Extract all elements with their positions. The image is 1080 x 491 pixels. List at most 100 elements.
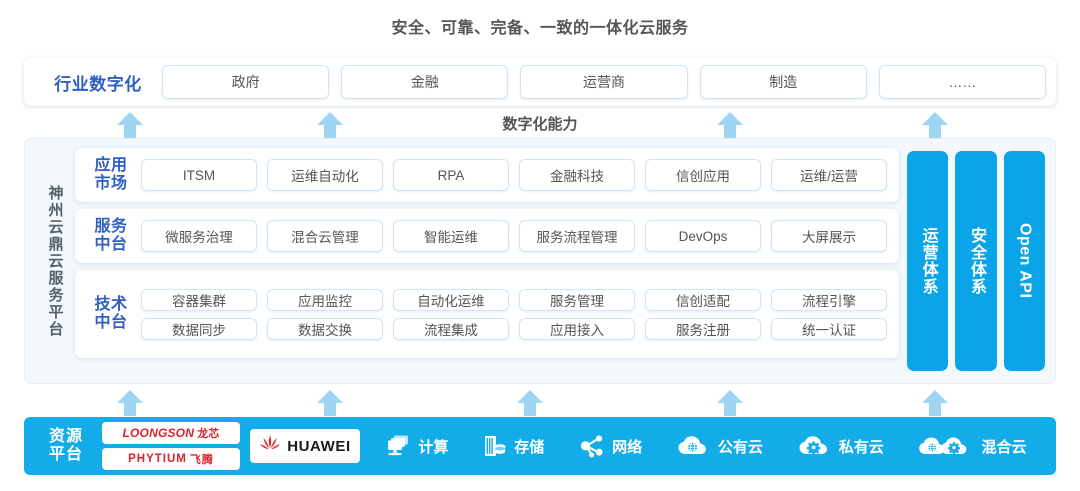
platform-vertical-label: 神州云鼎云服务平台 [46, 184, 64, 338]
up-arrow-icon [922, 112, 948, 138]
resource-item-storage[interactable]: 存储 [483, 434, 544, 458]
cloud-service-platform-panel: 神州云鼎云服务平台 应用 市场 ITSM 运维自动化 RPA 金融科技 信创应用… [24, 138, 1056, 384]
layer-service-platform: 服务 中台 微服务治理 混合云管理 智能运维 服务流程管理 DevOps 大屏展… [75, 209, 899, 263]
capability-chip[interactable]: 服务流程管理 [519, 220, 635, 252]
loongson-logo-latin: LOONGSON [122, 426, 195, 440]
layer-title-line: 技术 [94, 296, 128, 314]
up-arrow-icon [717, 112, 743, 138]
capability-chip[interactable]: 服务注册 [645, 317, 761, 340]
platform-layers: 应用 市场 ITSM 运维自动化 RPA 金融科技 信创应用 运维/运营 [75, 148, 899, 374]
resource-item-label: 存储 [514, 438, 545, 456]
side-pillar-label: Open API [1016, 223, 1034, 299]
capability-chip[interactable]: 数据交换 [267, 317, 383, 340]
industry-chip[interactable]: 政府 [162, 65, 330, 99]
phytium-logo-latin: PHYTIUM [128, 453, 187, 465]
capability-chip[interactable]: DevOps [645, 220, 761, 252]
industry-chip[interactable]: 制造 [699, 65, 867, 99]
resource-item-label: 公有云 [717, 438, 763, 456]
capability-chip[interactable]: 数据同步 [141, 317, 257, 340]
capability-chip[interactable]: ITSM [141, 159, 257, 191]
capability-chip[interactable]: 服务管理 [519, 288, 635, 311]
capability-chip[interactable]: 流程集成 [393, 317, 509, 340]
layer-title-line: 服务 [94, 218, 128, 236]
resource-label-line: 平台 [48, 446, 83, 463]
up-arrow-icon [117, 390, 143, 416]
capability-chip[interactable]: 信创适配 [645, 288, 761, 311]
public-cloud-icon [677, 434, 711, 458]
capability-chip[interactable]: RPA [393, 159, 509, 191]
layer-title-line: 应用 [94, 157, 128, 175]
layer-application-market: 应用 市场 ITSM 运维自动化 RPA 金融科技 信创应用 运维/运营 [75, 148, 899, 202]
platform-inner: 应用 市场 ITSM 运维自动化 RPA 金融科技 信创应用 运维/运营 [75, 148, 1045, 374]
private-cloud-icon [798, 434, 832, 458]
up-arrow-icon [517, 390, 543, 416]
capability-chip[interactable]: 运维自动化 [267, 159, 383, 191]
resource-platform-label: 资源 平台 [34, 428, 98, 464]
layer-grid-application-market: ITSM 运维自动化 RPA 金融科技 信创应用 运维/运营 [141, 159, 887, 191]
up-arrow-icon [922, 390, 948, 416]
resource-item-network[interactable]: 网络 [579, 434, 642, 458]
layer-technology-platform: 技术 中台 容器集群 应用监控 自动化运维 服务管理 信创适配 流程引擎 数据同… [75, 270, 899, 358]
capability-chip[interactable]: 应用监控 [267, 288, 383, 311]
resource-item-label: 计算 [418, 438, 449, 456]
huawei-logo-text: HUAWEI [287, 437, 351, 455]
loongson-logo-cn: 龙芯 [197, 428, 220, 440]
huawei-flower-icon [259, 434, 281, 459]
side-pillar-open-api[interactable]: Open API [1003, 151, 1045, 371]
storage-icon [483, 434, 507, 458]
compute-icon [385, 434, 411, 458]
capability-chip[interactable]: 金融科技 [519, 159, 635, 191]
capability-chip[interactable]: 大屏展示 [771, 220, 887, 252]
capability-chip[interactable]: 混合云管理 [267, 220, 383, 252]
resource-item-hybrid-cloud[interactable]: 混合云 [918, 434, 1027, 458]
industry-chip[interactable]: 运营商 [520, 65, 688, 99]
layer-title-line: 中台 [94, 314, 128, 331]
layer-grid-service-platform: 微服务治理 混合云管理 智能运维 服务流程管理 DevOps 大屏展示 [141, 220, 887, 252]
side-pillar-operations[interactable]: 运营体系 [907, 151, 949, 371]
side-pillar-label: 运营体系 [919, 227, 937, 295]
up-arrow-icon [117, 112, 143, 138]
side-pillar-label: 安全体系 [967, 227, 985, 295]
industry-digitization-band: 行业数字化 政府 金融 运营商 制造 …… [24, 58, 1056, 106]
up-arrow-icon [317, 390, 343, 416]
phytium-logo-cn: 飞腾 [189, 454, 214, 466]
layer-title-line: 市场 [94, 175, 128, 192]
resource-item-compute[interactable]: 计算 [385, 434, 448, 458]
resource-item-list: 计算 存储 [368, 434, 1044, 458]
industry-chip[interactable]: …… [878, 65, 1047, 99]
capability-chip[interactable]: 运维/运营 [771, 159, 887, 191]
resource-item-public-cloud[interactable]: 公有云 [677, 434, 763, 458]
page-title: 安全、可靠、完备、一致的一体化云服务 [391, 20, 689, 37]
network-icon [579, 434, 605, 458]
capability-chip[interactable]: 流程引擎 [771, 288, 887, 311]
digital-capability-label: 数字化能力 [502, 116, 578, 133]
capability-chip[interactable]: 微服务治理 [141, 220, 257, 252]
resource-item-private-cloud[interactable]: 私有云 [798, 434, 884, 458]
capability-chip[interactable]: 信创应用 [645, 159, 761, 191]
chip-row: 容器集群 应用监控 自动化运维 服务管理 信创适配 流程引擎 [141, 288, 887, 311]
industry-chip[interactable]: 金融 [341, 65, 509, 99]
resource-label-line: 资源 [48, 428, 83, 446]
layer-title-technology-platform: 技术 中台 [81, 296, 141, 332]
capability-chip[interactable]: 自动化运维 [393, 288, 509, 311]
up-arrow-icon [317, 112, 343, 138]
capability-chip[interactable]: 智能运维 [393, 220, 509, 252]
resource-item-label: 私有云 [838, 438, 884, 456]
capability-chip[interactable]: 容器集群 [141, 288, 257, 311]
layer-title-line: 中台 [94, 236, 128, 253]
capability-chip[interactable]: 统一认证 [771, 317, 887, 340]
layer-title-service-platform: 服务 中台 [81, 218, 141, 254]
side-pillar-security[interactable]: 安全体系 [955, 151, 997, 371]
industry-chip-list: 政府 金融 运营商 制造 …… [162, 65, 1047, 99]
huawei-logo: HUAWEI [250, 429, 360, 463]
chip-row: 微服务治理 混合云管理 智能运维 服务流程管理 DevOps 大屏展示 [141, 220, 887, 252]
capability-chip[interactable]: 应用接入 [519, 317, 635, 340]
industry-digitization-label: 行业数字化 [54, 74, 142, 94]
chip-row: 数据同步 数据交换 流程集成 应用接入 服务注册 统一认证 [141, 317, 887, 340]
resource-item-label: 混合云 [981, 438, 1027, 456]
layer-grid-technology-platform: 容器集群 应用监控 自动化运维 服务管理 信创适配 流程引擎 数据同步 数据交换… [141, 288, 887, 340]
up-arrow-icon [717, 390, 743, 416]
